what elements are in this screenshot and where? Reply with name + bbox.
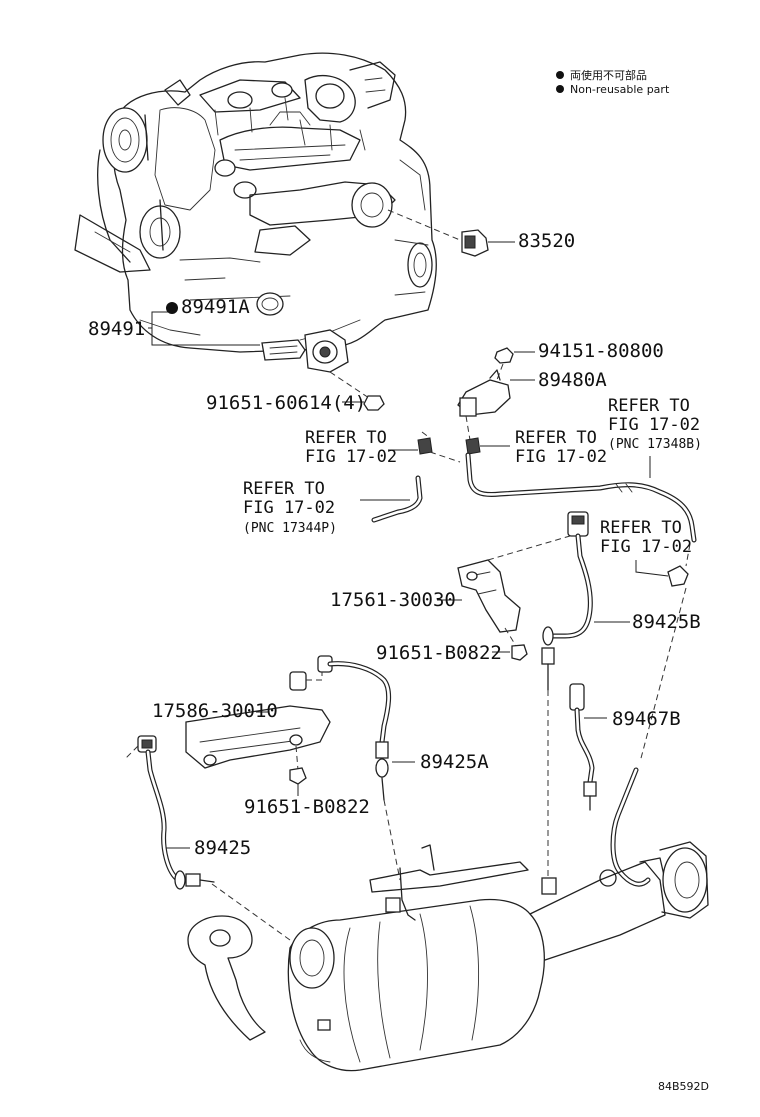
pnc-17348B: (PNC 17348B) bbox=[608, 437, 702, 452]
label-89480A[interactable]: 89480A bbox=[538, 369, 607, 391]
legend-en-text: Non-reusable part bbox=[570, 83, 670, 96]
bolt-91651-b0822-a bbox=[492, 627, 528, 661]
pnc-17344P: (PNC 17344P) bbox=[243, 521, 337, 536]
label-91651-60614[interactable]: 91651-60614(4) bbox=[206, 392, 367, 414]
label-17586-30010[interactable]: 17586-30010 bbox=[152, 700, 278, 722]
drawing-code: 84B592D bbox=[658, 1080, 710, 1093]
part-83520-switch bbox=[387, 209, 515, 257]
bracket-17561 bbox=[437, 535, 571, 633]
engine-assembly bbox=[74, 52, 437, 353]
hose-clips bbox=[388, 431, 510, 463]
label-91651-B0822-upper[interactable]: 91651-B0822 bbox=[376, 642, 502, 664]
label-91651-B0822-lower[interactable]: 91651-B0822 bbox=[244, 796, 370, 818]
refer-to-fig-top-right[interactable]: REFER TO FIG 17-02 bbox=[608, 396, 701, 435]
label-17561-30030[interactable]: 17561-30030 bbox=[330, 589, 456, 611]
legend-jp-text: 両使用不可部品 bbox=[570, 69, 647, 82]
non-reusable-dot-icon bbox=[556, 71, 564, 79]
sensor-89467B bbox=[569, 683, 607, 811]
sensor-89425B bbox=[541, 511, 630, 880]
label-89491A-text: 89491A bbox=[181, 296, 250, 318]
refer-to-fig-left[interactable]: REFER TO FIG 17-02 bbox=[305, 428, 398, 467]
refer-to-fig-right[interactable]: REFER TO FIG 17-02 bbox=[600, 518, 693, 557]
non-reusable-dot-icon bbox=[556, 85, 564, 93]
vsv-89480A bbox=[457, 369, 535, 441]
pipe-17344P bbox=[360, 475, 423, 523]
refer-to-fig-mid[interactable]: REFER TO FIG 17-02 bbox=[515, 428, 608, 467]
label-89491A[interactable]: 89491A bbox=[166, 298, 250, 317]
label-83520[interactable]: 83520 bbox=[518, 230, 576, 252]
label-89491[interactable]: 89491 bbox=[88, 318, 146, 340]
sensor-89425A bbox=[289, 655, 415, 881]
egr-sensor-block bbox=[261, 329, 349, 373]
label-89425B[interactable]: 89425B bbox=[632, 611, 701, 633]
exhaust-converter bbox=[187, 841, 709, 1072]
label-89425[interactable]: 89425 bbox=[194, 837, 252, 859]
vacuum-hose bbox=[465, 452, 697, 543]
label-89425A[interactable]: 89425A bbox=[420, 751, 489, 773]
legend-row-jp: 両使用不可部品 bbox=[556, 67, 647, 83]
non-reusable-dot-icon bbox=[166, 302, 178, 314]
clamp-right bbox=[635, 543, 691, 587]
label-89467B[interactable]: 89467B bbox=[612, 708, 681, 730]
refer-to-fig-pipe[interactable]: REFER TO FIG 17-02 bbox=[243, 479, 336, 518]
bolt-91651-b0822-b bbox=[289, 767, 307, 796]
label-94151-80800[interactable]: 94151-80800 bbox=[538, 340, 664, 362]
sensor-89425 bbox=[123, 735, 291, 941]
legend-row-en: Non-reusable part bbox=[556, 83, 669, 96]
bolt-91651-60614 bbox=[329, 371, 385, 411]
leader-89491 bbox=[148, 311, 260, 346]
bolt-94151 bbox=[494, 347, 535, 386]
bracket-17586 bbox=[185, 705, 331, 771]
